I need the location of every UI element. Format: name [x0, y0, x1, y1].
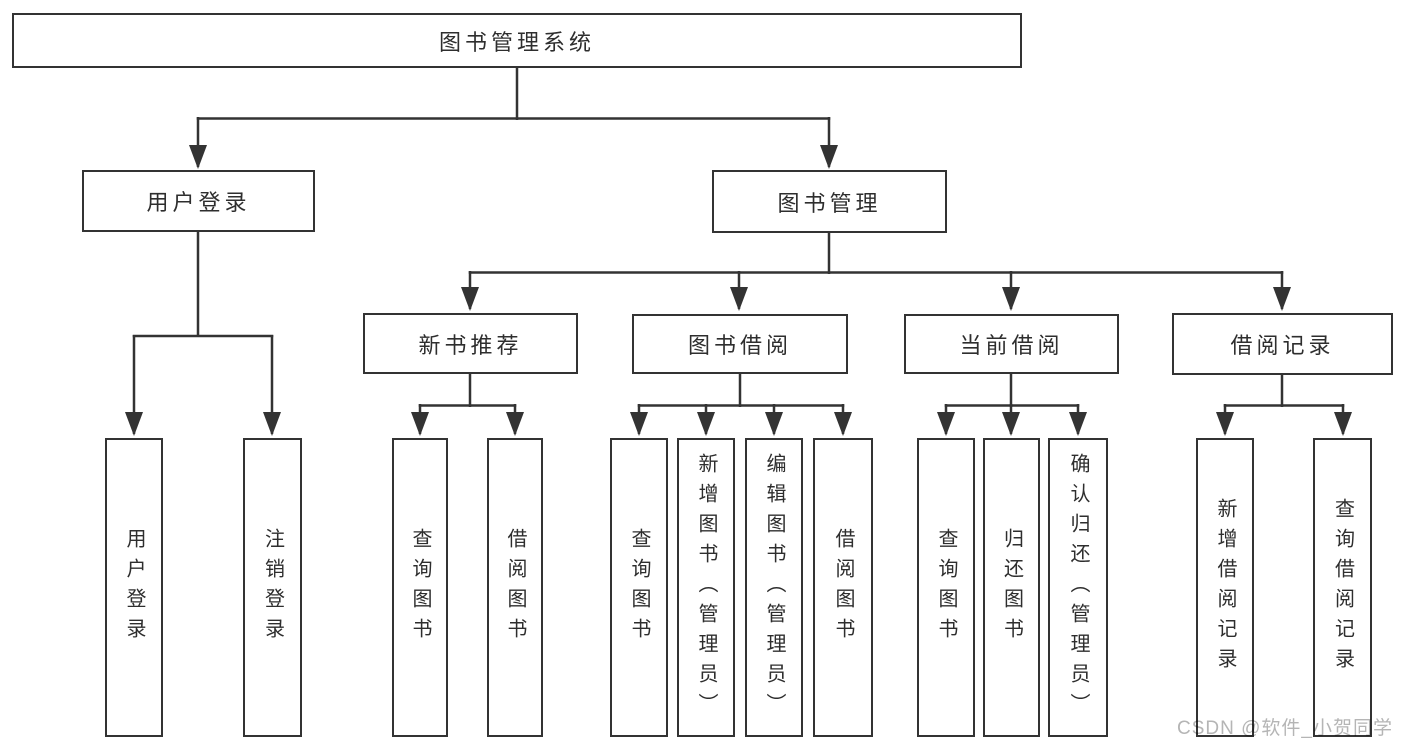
leaf-current-return-books-label: 归还图书 [1000, 527, 1023, 648]
leaf-current-query-books-label: 查询图书 [935, 527, 957, 648]
leaf-borrowing-borrow-books-label: 借阅图书 [832, 527, 854, 648]
leaf-borrowing-edit-books-admin: 编辑图书（管理员） [745, 438, 803, 737]
leaf-borrowing-add-books-admin: 新增图书（管理员） [677, 438, 735, 737]
node-book-management-label: 图书管理 [777, 190, 882, 216]
leaf-user-login: 用户登录 [105, 438, 163, 737]
leaf-records-add-borrow-record: 新增借阅记录 [1196, 438, 1254, 737]
node-user-login: 用户登录 [82, 170, 315, 232]
leaf-borrowing-edit-books-admin-label: 编辑图书（管理员） [763, 452, 785, 723]
node-book-borrowing-label: 图书借阅 [687, 333, 792, 358]
leaf-records-add-borrow-record-label: 新增借阅记录 [1214, 497, 1236, 678]
leaf-borrowing-add-books-admin-label: 新增图书（管理员） [695, 452, 717, 723]
leaf-logout-label: 注销登录 [261, 527, 284, 648]
leaf-current-confirm-return-admin: 确认归还（管理员） [1048, 438, 1108, 737]
leaf-borrowing-borrow-books: 借阅图书 [813, 438, 873, 737]
leaf-current-confirm-return-admin-label: 确认归还（管理员） [1067, 452, 1089, 723]
leaf-recommend-borrow-books: 借阅图书 [487, 438, 543, 737]
leaf-recommend-query-books: 查询图书 [392, 438, 448, 737]
leaf-logout: 注销登录 [243, 438, 302, 737]
node-user-login-label: 用户登录 [146, 190, 251, 215]
leaf-user-login-label: 用户登录 [123, 527, 145, 648]
node-book-management: 图书管理 [712, 170, 947, 233]
leaf-borrowing-query-books-label: 查询图书 [628, 527, 650, 648]
node-current-borrowing: 当前借阅 [904, 314, 1119, 374]
leaf-current-return-books: 归还图书 [983, 438, 1040, 737]
leaf-borrowing-query-books: 查询图书 [610, 438, 668, 737]
node-library-management-system: 图书管理系统 [12, 13, 1022, 68]
node-library-management-system-label: 图书管理系统 [438, 29, 595, 55]
node-new-book-recommendation-label: 新书推荐 [418, 332, 523, 358]
leaf-recommend-query-books-label: 查询图书 [409, 527, 431, 648]
node-current-borrowing-label: 当前借阅 [959, 333, 1064, 358]
leaf-current-query-books: 查询图书 [917, 438, 975, 737]
node-borrowing-records-label: 借阅记录 [1230, 333, 1335, 358]
node-book-borrowing: 图书借阅 [632, 314, 848, 374]
node-new-book-recommendation: 新书推荐 [363, 313, 578, 374]
csdn-watermark: CSDN @软件_小贺同学 [1177, 718, 1393, 739]
node-borrowing-records: 借阅记录 [1172, 313, 1393, 375]
leaf-recommend-borrow-books-label: 借阅图书 [504, 527, 526, 648]
leaf-records-query-borrow-record: 查询借阅记录 [1313, 438, 1372, 737]
leaf-records-query-borrow-record-label: 查询借阅记录 [1331, 497, 1354, 678]
